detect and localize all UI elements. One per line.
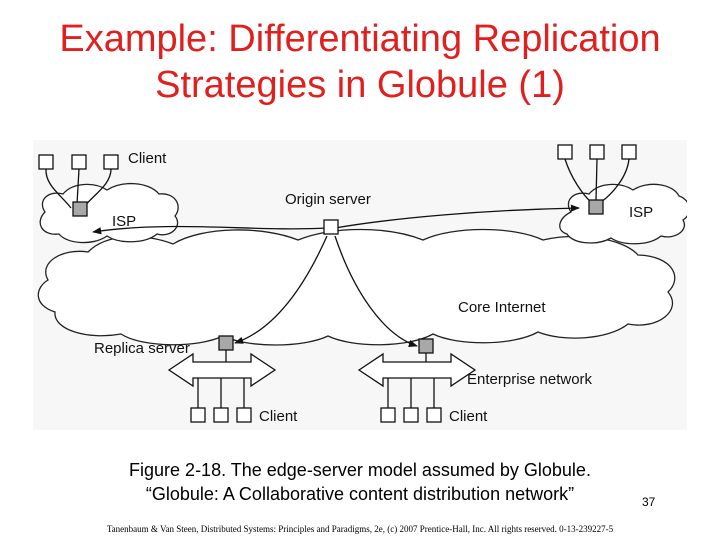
label-client-bottom-left: Client bbox=[259, 408, 298, 425]
lan-left bbox=[167, 352, 277, 388]
arrow-to-enterprise-server bbox=[334, 235, 418, 347]
figure-caption: Figure 2-18. The edge-server model assum… bbox=[60, 458, 660, 506]
label-replica-server: Replica server bbox=[94, 340, 190, 357]
client-box bbox=[557, 144, 573, 160]
slide-title-line-2: Strategies in Globule (1) bbox=[155, 64, 565, 106]
page-number: 37 bbox=[642, 495, 656, 509]
server-lan-connectors bbox=[225, 350, 427, 362]
figure-caption-line-1: Figure 2-18. The edge-server model assum… bbox=[129, 460, 591, 480]
arrow-to-isp-right bbox=[334, 204, 580, 229]
replica-server bbox=[218, 335, 234, 351]
client-box bbox=[589, 144, 605, 160]
isp-cloud-right bbox=[559, 183, 687, 245]
origin-server bbox=[323, 219, 339, 235]
copyright-footer: Tanenbaum & Van Steen, Distributed Syste… bbox=[106, 524, 614, 534]
arrow-to-isp-left bbox=[92, 225, 328, 235]
enterprise-server bbox=[418, 338, 434, 354]
client-box bbox=[38, 154, 54, 170]
arrow-to-replica-server bbox=[234, 235, 328, 344]
isp-server-right bbox=[588, 199, 604, 215]
figure-caption-line-2: “Globule: A Collaborative content distri… bbox=[145, 484, 575, 504]
slide-title: Example: Differentiating Replication Str… bbox=[0, 16, 720, 108]
client-box bbox=[71, 154, 87, 170]
client-box bbox=[213, 407, 229, 423]
label-isp-left: ISP bbox=[112, 213, 136, 230]
label-core-internet: Core Internet bbox=[458, 299, 546, 316]
client-box bbox=[426, 407, 442, 423]
label-enterprise-network: Enterprise network bbox=[467, 371, 593, 388]
client-box bbox=[103, 154, 119, 170]
client-links-bottom bbox=[197, 378, 435, 408]
client-group-top-left bbox=[38, 154, 119, 170]
client-group-bottom bbox=[190, 407, 442, 423]
label-isp-right: ISP bbox=[629, 204, 653, 221]
client-group-top-right bbox=[557, 144, 637, 160]
client-box bbox=[403, 407, 419, 423]
replication-arrows bbox=[92, 204, 580, 347]
client-box bbox=[236, 407, 252, 423]
slide-title-line-1: Example: Differentiating Replication bbox=[59, 18, 661, 60]
label-client-bottom-right: Client bbox=[449, 408, 488, 425]
client-box bbox=[190, 407, 206, 423]
core-internet-cloud bbox=[37, 228, 676, 346]
isp-server-left bbox=[72, 201, 88, 217]
client-box bbox=[380, 407, 396, 423]
edge-server-diagram: Client Origin server ISP ISP Core Intern… bbox=[33, 140, 687, 430]
label-client-top: Client bbox=[128, 150, 167, 167]
label-origin-server: Origin server bbox=[285, 191, 371, 208]
client-box bbox=[621, 144, 637, 160]
